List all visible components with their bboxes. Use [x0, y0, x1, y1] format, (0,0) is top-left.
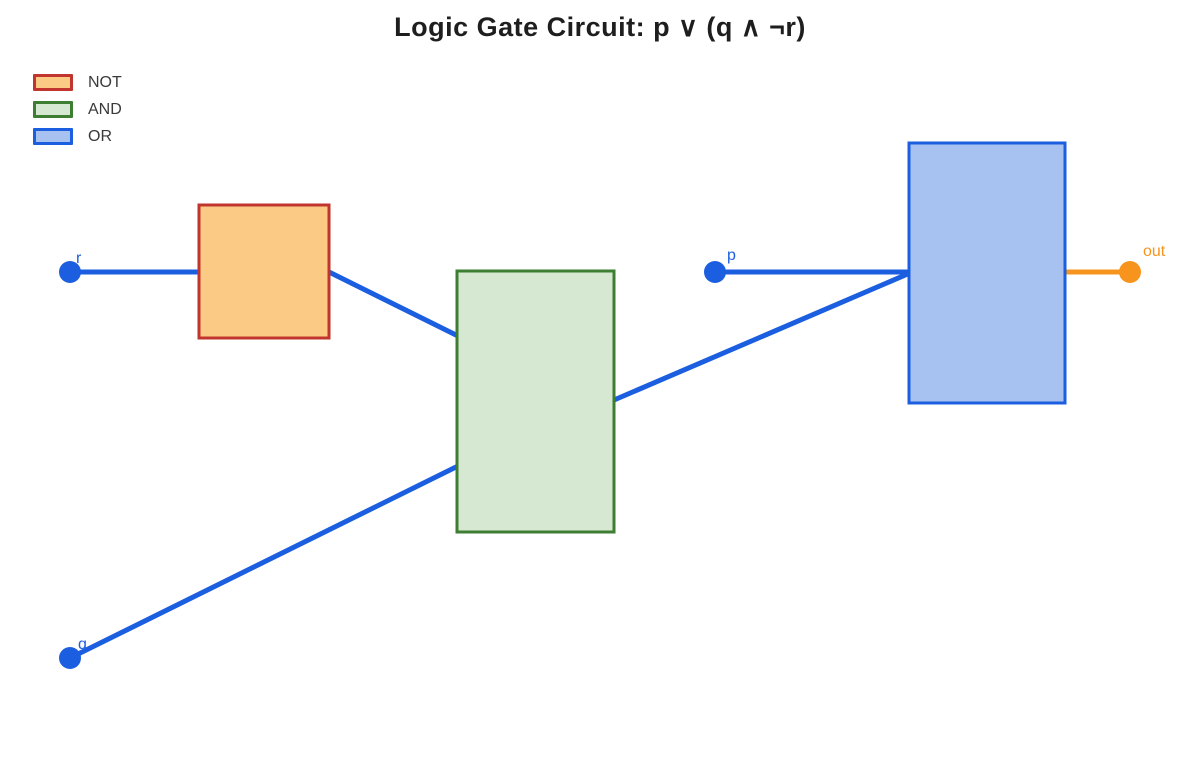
legend: NOT AND OR — [33, 74, 122, 145]
page-title: Logic Gate Circuit: p ∨ (q ∧ ¬r) — [394, 12, 806, 42]
input-node-r — [59, 261, 81, 283]
legend-swatch-not — [33, 74, 73, 91]
wire-not-to-and — [326, 269, 461, 339]
legend-item-and: AND — [33, 101, 122, 118]
input-node-label-p: p — [727, 247, 736, 264]
legend-item-or: OR — [33, 128, 122, 145]
or-gate — [907, 141, 1067, 405]
input-node-p — [704, 261, 726, 283]
legend-swatch-and — [33, 101, 73, 118]
legend-swatch-or — [33, 128, 73, 145]
wire-and-to-or — [611, 270, 913, 403]
output-node-label-out: out — [1143, 243, 1166, 260]
wire-q-to-and — [67, 463, 461, 661]
input-node-q — [59, 647, 81, 669]
not-gate — [197, 203, 331, 340]
legend-label-not: NOT — [88, 73, 122, 91]
and-gate — [455, 269, 616, 534]
output-node-out — [1119, 261, 1141, 283]
legend-label-and: AND — [88, 100, 122, 118]
input-node-label-q: q — [78, 636, 87, 653]
legend-item-not: NOT — [33, 74, 122, 91]
input-node-label-r: r — [76, 250, 82, 267]
legend-label-or: OR — [88, 127, 112, 145]
